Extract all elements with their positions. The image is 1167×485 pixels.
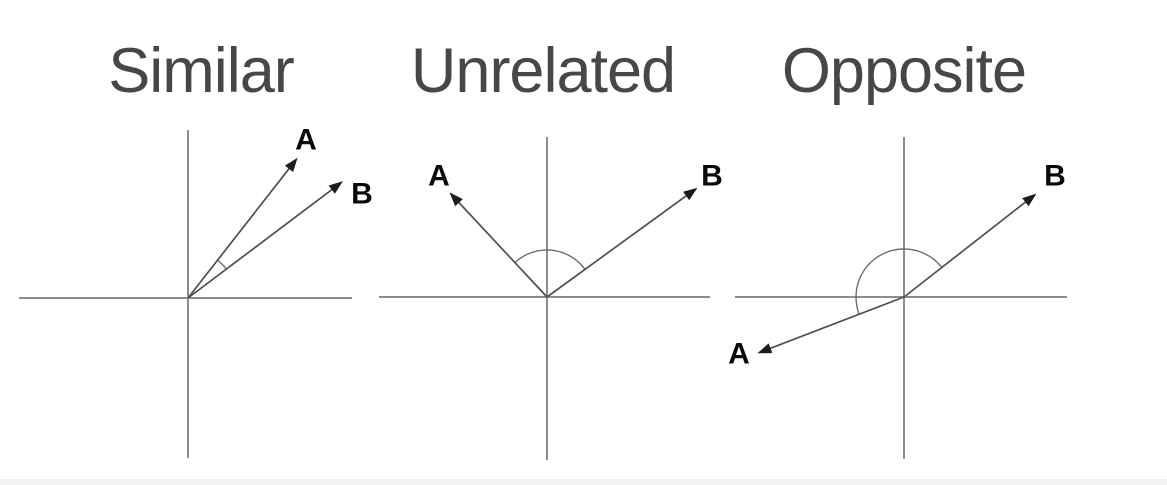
vector-b-arrowhead-icon: [683, 187, 698, 201]
angle-arc: [217, 259, 227, 270]
vector-b-label: B: [701, 160, 723, 193]
vector-a-line: [765, 296, 905, 351]
vector-a-arrowhead-icon: [449, 192, 463, 207]
vector-a-line: [454, 198, 548, 298]
vector-b-line: [903, 198, 1030, 298]
panel-similar: A B Similar: [19, 36, 373, 458]
vector-b-arrowhead-icon: [1022, 193, 1037, 207]
angle-arc: [514, 249, 586, 270]
vector-a-label: A: [428, 160, 450, 193]
panel-title-unrelated: Unrelated: [411, 36, 675, 106]
vector-a-label: A: [295, 124, 317, 157]
vector-b-label: B: [1044, 160, 1066, 193]
footer-strip: [0, 479, 1167, 485]
panel-opposite: B A Opposite: [728, 36, 1067, 459]
vector-a-arrowhead-icon: [284, 157, 298, 172]
vector-a-arrowhead-icon: [757, 343, 773, 354]
panel-unrelated: A B Unrelated: [379, 36, 723, 460]
vector-a-label: A: [728, 338, 750, 371]
vector-b-label: B: [351, 178, 373, 211]
panel-title-similar: Similar: [108, 36, 294, 106]
vector-b-arrowhead-icon: [328, 181, 343, 194]
angle-arc: [855, 248, 943, 315]
panel-title-opposite: Opposite: [782, 36, 1026, 106]
vector-b-line: [187, 185, 337, 299]
vector-a-line: [187, 164, 293, 299]
vector-b-line: [546, 192, 691, 298]
